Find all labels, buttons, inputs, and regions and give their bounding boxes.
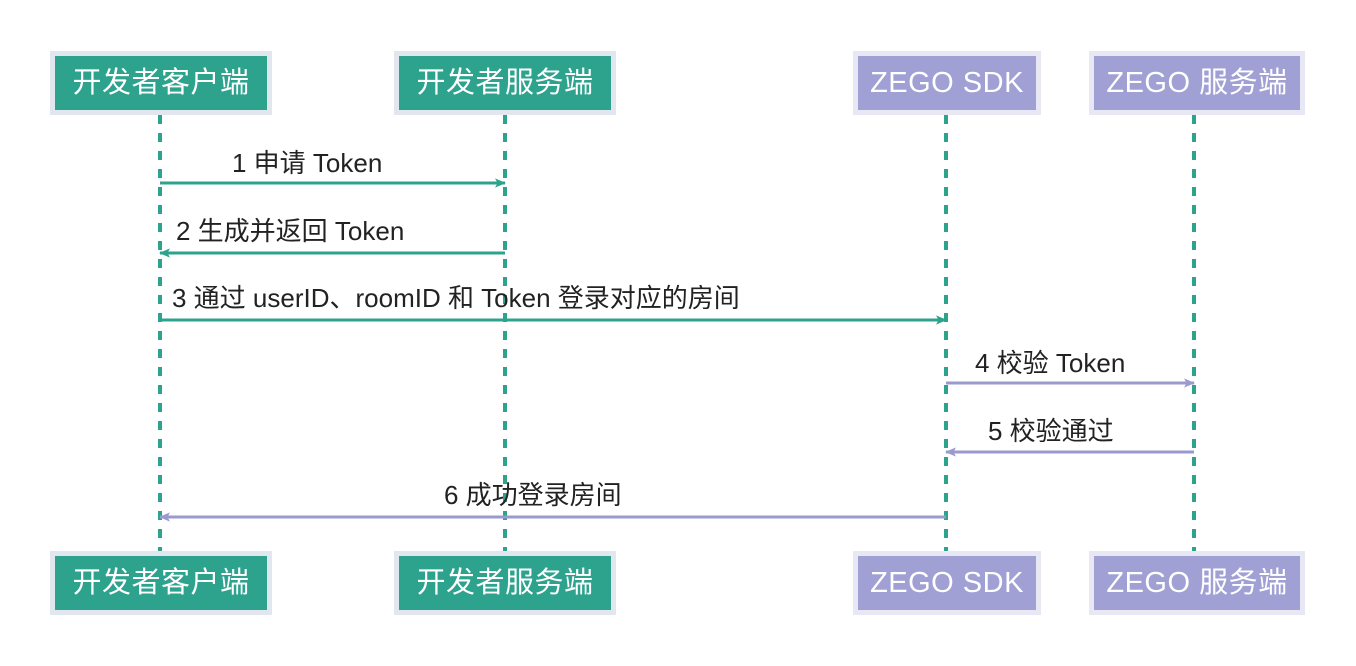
- participant-dev-server-bottom[interactable]: 开发者服务端: [394, 551, 616, 615]
- participant-label: 开发者服务端: [416, 566, 594, 599]
- participant-label: ZEGO 服务端: [1106, 66, 1288, 99]
- participant-label: ZEGO SDK: [870, 566, 1024, 599]
- lifelines-group: [158, 115, 1196, 551]
- participant-zego-server-top[interactable]: ZEGO 服务端: [1089, 51, 1305, 115]
- participant-zego-sdk-top[interactable]: ZEGO SDK: [853, 51, 1041, 115]
- participant-label: ZEGO SDK: [870, 66, 1024, 99]
- message-label-3: 3 通过 userID、roomID 和 Token 登录对应的房间: [172, 283, 740, 313]
- message-label-6: 6 成功登录房间: [444, 480, 622, 510]
- participant-dev-server-top[interactable]: 开发者服务端: [394, 51, 616, 115]
- participant-zego-sdk-bottom[interactable]: ZEGO SDK: [853, 551, 1041, 615]
- participant-label: 开发者客户端: [72, 566, 250, 599]
- message-label-4: 4 校验 Token: [975, 348, 1126, 378]
- message-label-2: 2 生成并返回 Token: [176, 216, 405, 246]
- message-label-5: 5 校验通过: [988, 416, 1114, 446]
- message-label-1: 1 申请 Token: [232, 148, 383, 178]
- participant-zego-server-bottom[interactable]: ZEGO 服务端: [1089, 551, 1305, 615]
- participant-dev-client-bottom[interactable]: 开发者客户端: [50, 551, 272, 615]
- participant-label: 开发者客户端: [72, 66, 250, 99]
- participant-dev-client-top[interactable]: 开发者客户端: [50, 51, 272, 115]
- participant-label: ZEGO 服务端: [1106, 566, 1288, 599]
- participant-label: 开发者服务端: [416, 66, 594, 99]
